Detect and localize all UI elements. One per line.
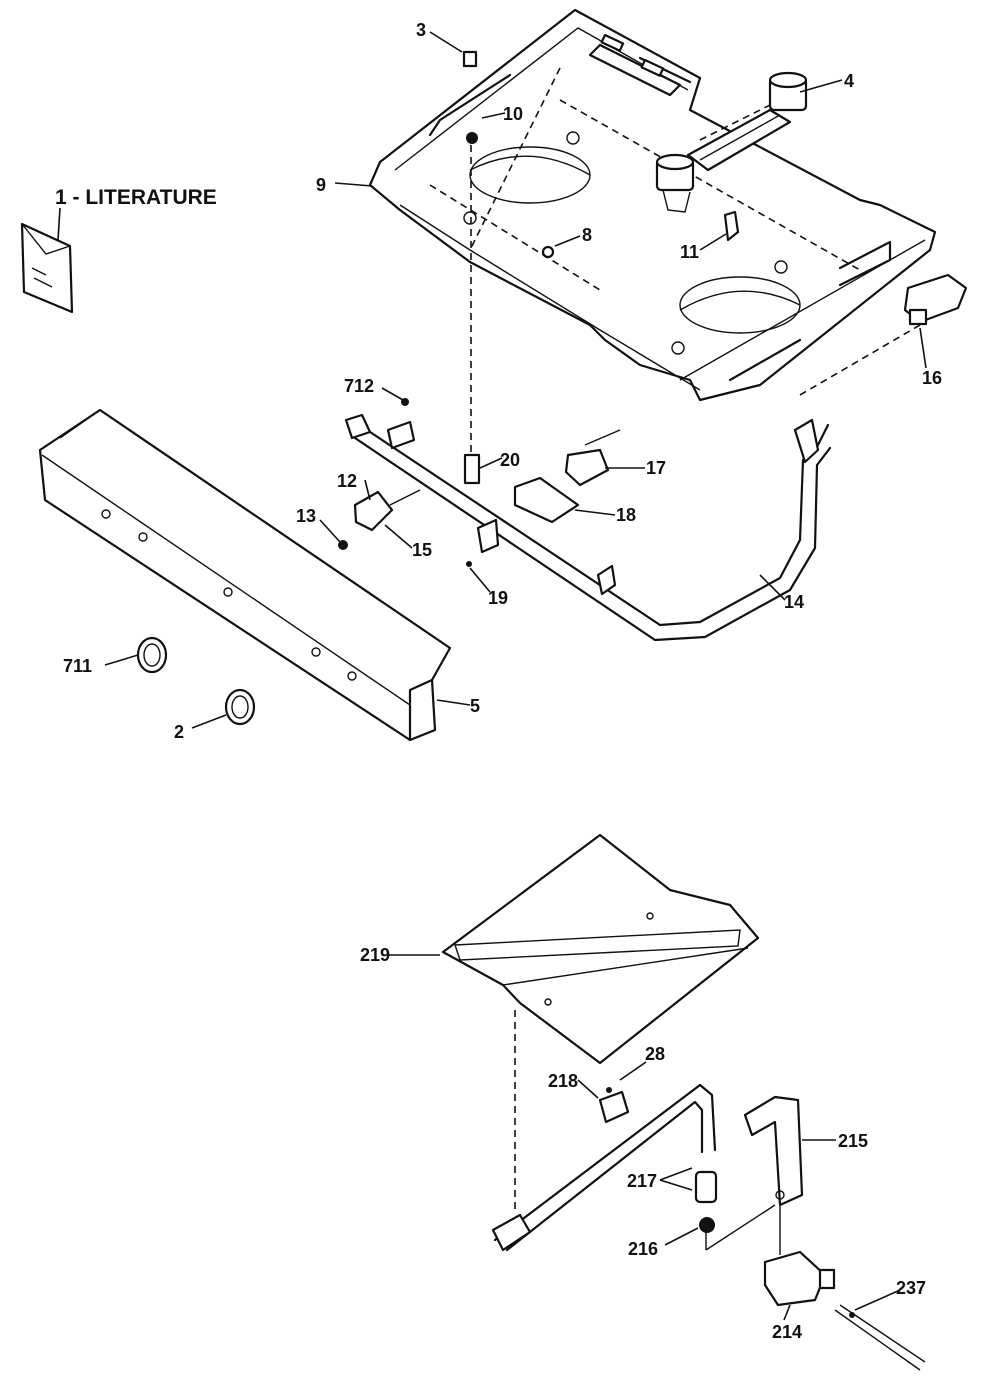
callout-labels: 3 4 10 9 8 11 16 712 20 17 12 18 13 15 1… (63, 20, 942, 1342)
orifice-20 (463, 453, 481, 485)
bracket-215 (705, 1095, 804, 1255)
bracket-18 (513, 476, 580, 524)
callout-216: 216 (628, 1239, 658, 1259)
callout-712: 712 (344, 376, 374, 396)
callout-17: 17 (646, 458, 666, 478)
callout-28: 28 (645, 1044, 665, 1064)
callout-2: 2 (174, 722, 184, 742)
switch-17 (564, 429, 621, 487)
burner-tube-assembly (491, 1083, 718, 1252)
valve-12 (338, 489, 421, 550)
callout-218: 218 (548, 1071, 578, 1091)
callout-217: 217 (627, 1171, 657, 1191)
grommet-10 (466, 132, 478, 144)
knob-711 (136, 636, 168, 674)
nut-216 (699, 1217, 715, 1233)
callout-5: 5 (470, 696, 480, 716)
valve-assembly (655, 71, 808, 213)
callout-13: 13 (296, 506, 316, 526)
callout-215: 215 (838, 1131, 868, 1151)
callout-8: 8 (582, 225, 592, 245)
callout-9: 9 (316, 175, 326, 195)
callout-12: 12 (337, 471, 357, 491)
literature-group: 1 - LITERATURE (20, 186, 217, 314)
callout-711: 711 (63, 656, 92, 676)
callout-16: 16 (922, 368, 942, 388)
callout-4: 4 (844, 71, 854, 91)
broil-shield-219 (441, 833, 760, 1210)
literature-leader (57, 207, 61, 241)
control-panel (38, 408, 452, 742)
callout-11: 11 (680, 242, 699, 262)
manifold-assembly (344, 324, 921, 642)
leader-lines (104, 31, 927, 1321)
screw-19 (466, 561, 472, 567)
callout-214: 214 (772, 1322, 802, 1342)
callout-19: 19 (488, 588, 508, 608)
callout-10: 10 (503, 104, 523, 124)
orifice-217 (694, 1170, 718, 1204)
igniter-218 (598, 1090, 630, 1124)
literature-label: 1 - LITERATURE (55, 186, 217, 209)
callout-14: 14 (784, 592, 804, 612)
burner-box-tray (368, 8, 937, 402)
screw-237 (849, 1312, 855, 1318)
tray-hardware (462, 50, 968, 326)
spring-clip-11 (723, 210, 740, 242)
callout-219: 219 (360, 945, 390, 965)
callout-3: 3 (416, 20, 426, 40)
valve-214 (763, 1250, 926, 1371)
nut-13 (338, 540, 348, 550)
screw-8 (541, 245, 555, 259)
callout-18: 18 (616, 505, 636, 525)
literature-booklet-icon (20, 222, 74, 314)
callout-237: 237 (896, 1278, 926, 1298)
knob-2 (224, 688, 256, 726)
callout-15: 15 (412, 540, 432, 560)
callout-20: 20 (500, 450, 520, 470)
